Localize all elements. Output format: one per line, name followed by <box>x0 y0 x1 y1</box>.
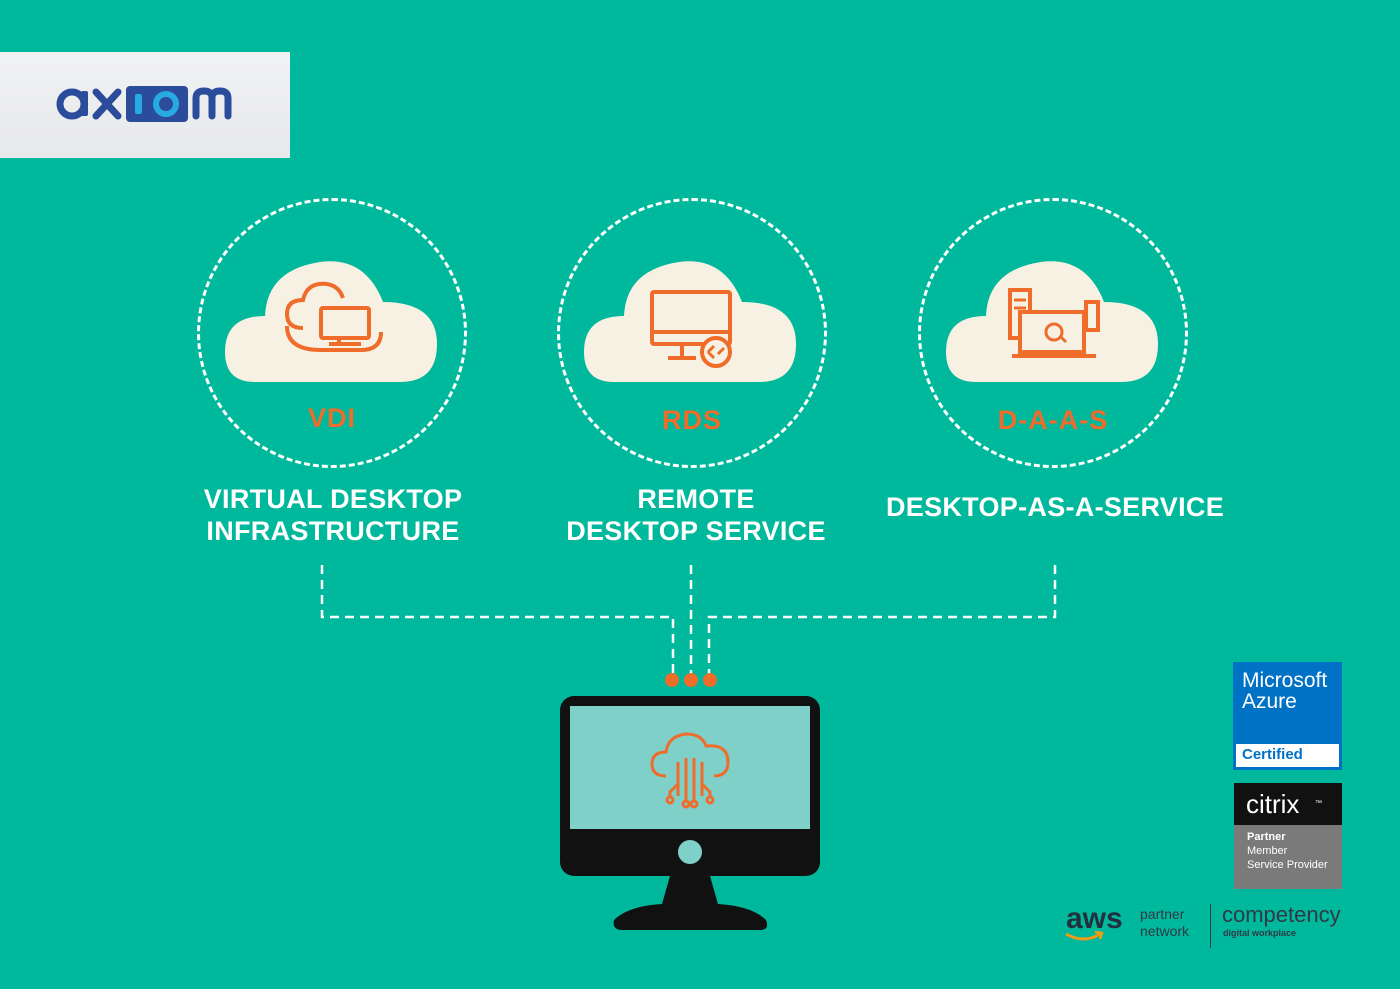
axiom-logo: axiom <box>56 86 232 122</box>
aws-partner-text: partner <box>1140 906 1185 922</box>
client-monitor <box>560 696 820 930</box>
daas-acronym: D-A-A-S <box>997 405 1109 435</box>
cloud-network-icon <box>650 732 730 809</box>
aws-logo: aws <box>1066 902 1123 935</box>
citrix-line3: Service Provider <box>1247 859 1328 871</box>
connector-dot-right <box>703 673 717 687</box>
aws-divider <box>1210 904 1211 948</box>
cloud-monitor-icon <box>225 261 437 382</box>
daas-ring <box>918 198 1188 468</box>
vdi-label-line1: VIRTUAL DESKTOP <box>203 484 463 514</box>
vdi-label: VIRTUAL DESKTOP INFRASTRUCTURE <box>183 483 483 547</box>
citrix-logo: citrix <box>1246 789 1300 819</box>
vdi-ring <box>197 198 467 468</box>
daas-label-line1: DESKTOP-AS-A-SERVICE <box>885 492 1225 522</box>
daas-label: DESKTOP-AS-A-SERVICE <box>880 491 1230 523</box>
citrix-tm: ™ <box>1315 800 1322 807</box>
azure-badge-line1: Microsoft <box>1242 669 1328 692</box>
remote-desktop-icon <box>584 261 796 382</box>
aws-competency-sub: digital workplace <box>1223 928 1297 938</box>
aws-competency-text: competency <box>1222 902 1341 927</box>
rds-label: REMOTE DESKTOP SERVICE <box>546 483 846 547</box>
vdi-acronym: VDI <box>307 403 356 433</box>
azure-badge-footer: Certified <box>1236 744 1339 767</box>
aws-smile-icon <box>1065 930 1104 941</box>
vdi-label-line2: INFRASTRUCTURE <box>206 516 460 546</box>
rds-label-line2: DESKTOP SERVICE <box>566 516 826 546</box>
rds-acronym: RDS <box>661 405 722 435</box>
aws-network-text: network <box>1140 923 1190 939</box>
rds-label-line1: REMOTE <box>637 484 755 514</box>
citrix-badge-header: citrix ™ <box>1234 783 1342 825</box>
azure-badge-line2: Azure <box>1242 690 1297 713</box>
citrix-line1: Partner <box>1247 831 1286 843</box>
azure-badge-title: Microsoft Azure <box>1242 670 1327 712</box>
desktop-service-icon <box>946 261 1158 382</box>
azure-certified-badge: Microsoft Azure Certified <box>1233 662 1342 770</box>
citrix-partner-badge: citrix ™ Partner Member Service Provider <box>1234 783 1342 889</box>
connector-dot-center <box>684 673 698 687</box>
rds-ring <box>557 198 827 468</box>
azure-badge-status: Certified <box>1242 746 1303 763</box>
citrix-line2: Member <box>1247 845 1288 857</box>
connector-dot-left <box>665 673 679 687</box>
